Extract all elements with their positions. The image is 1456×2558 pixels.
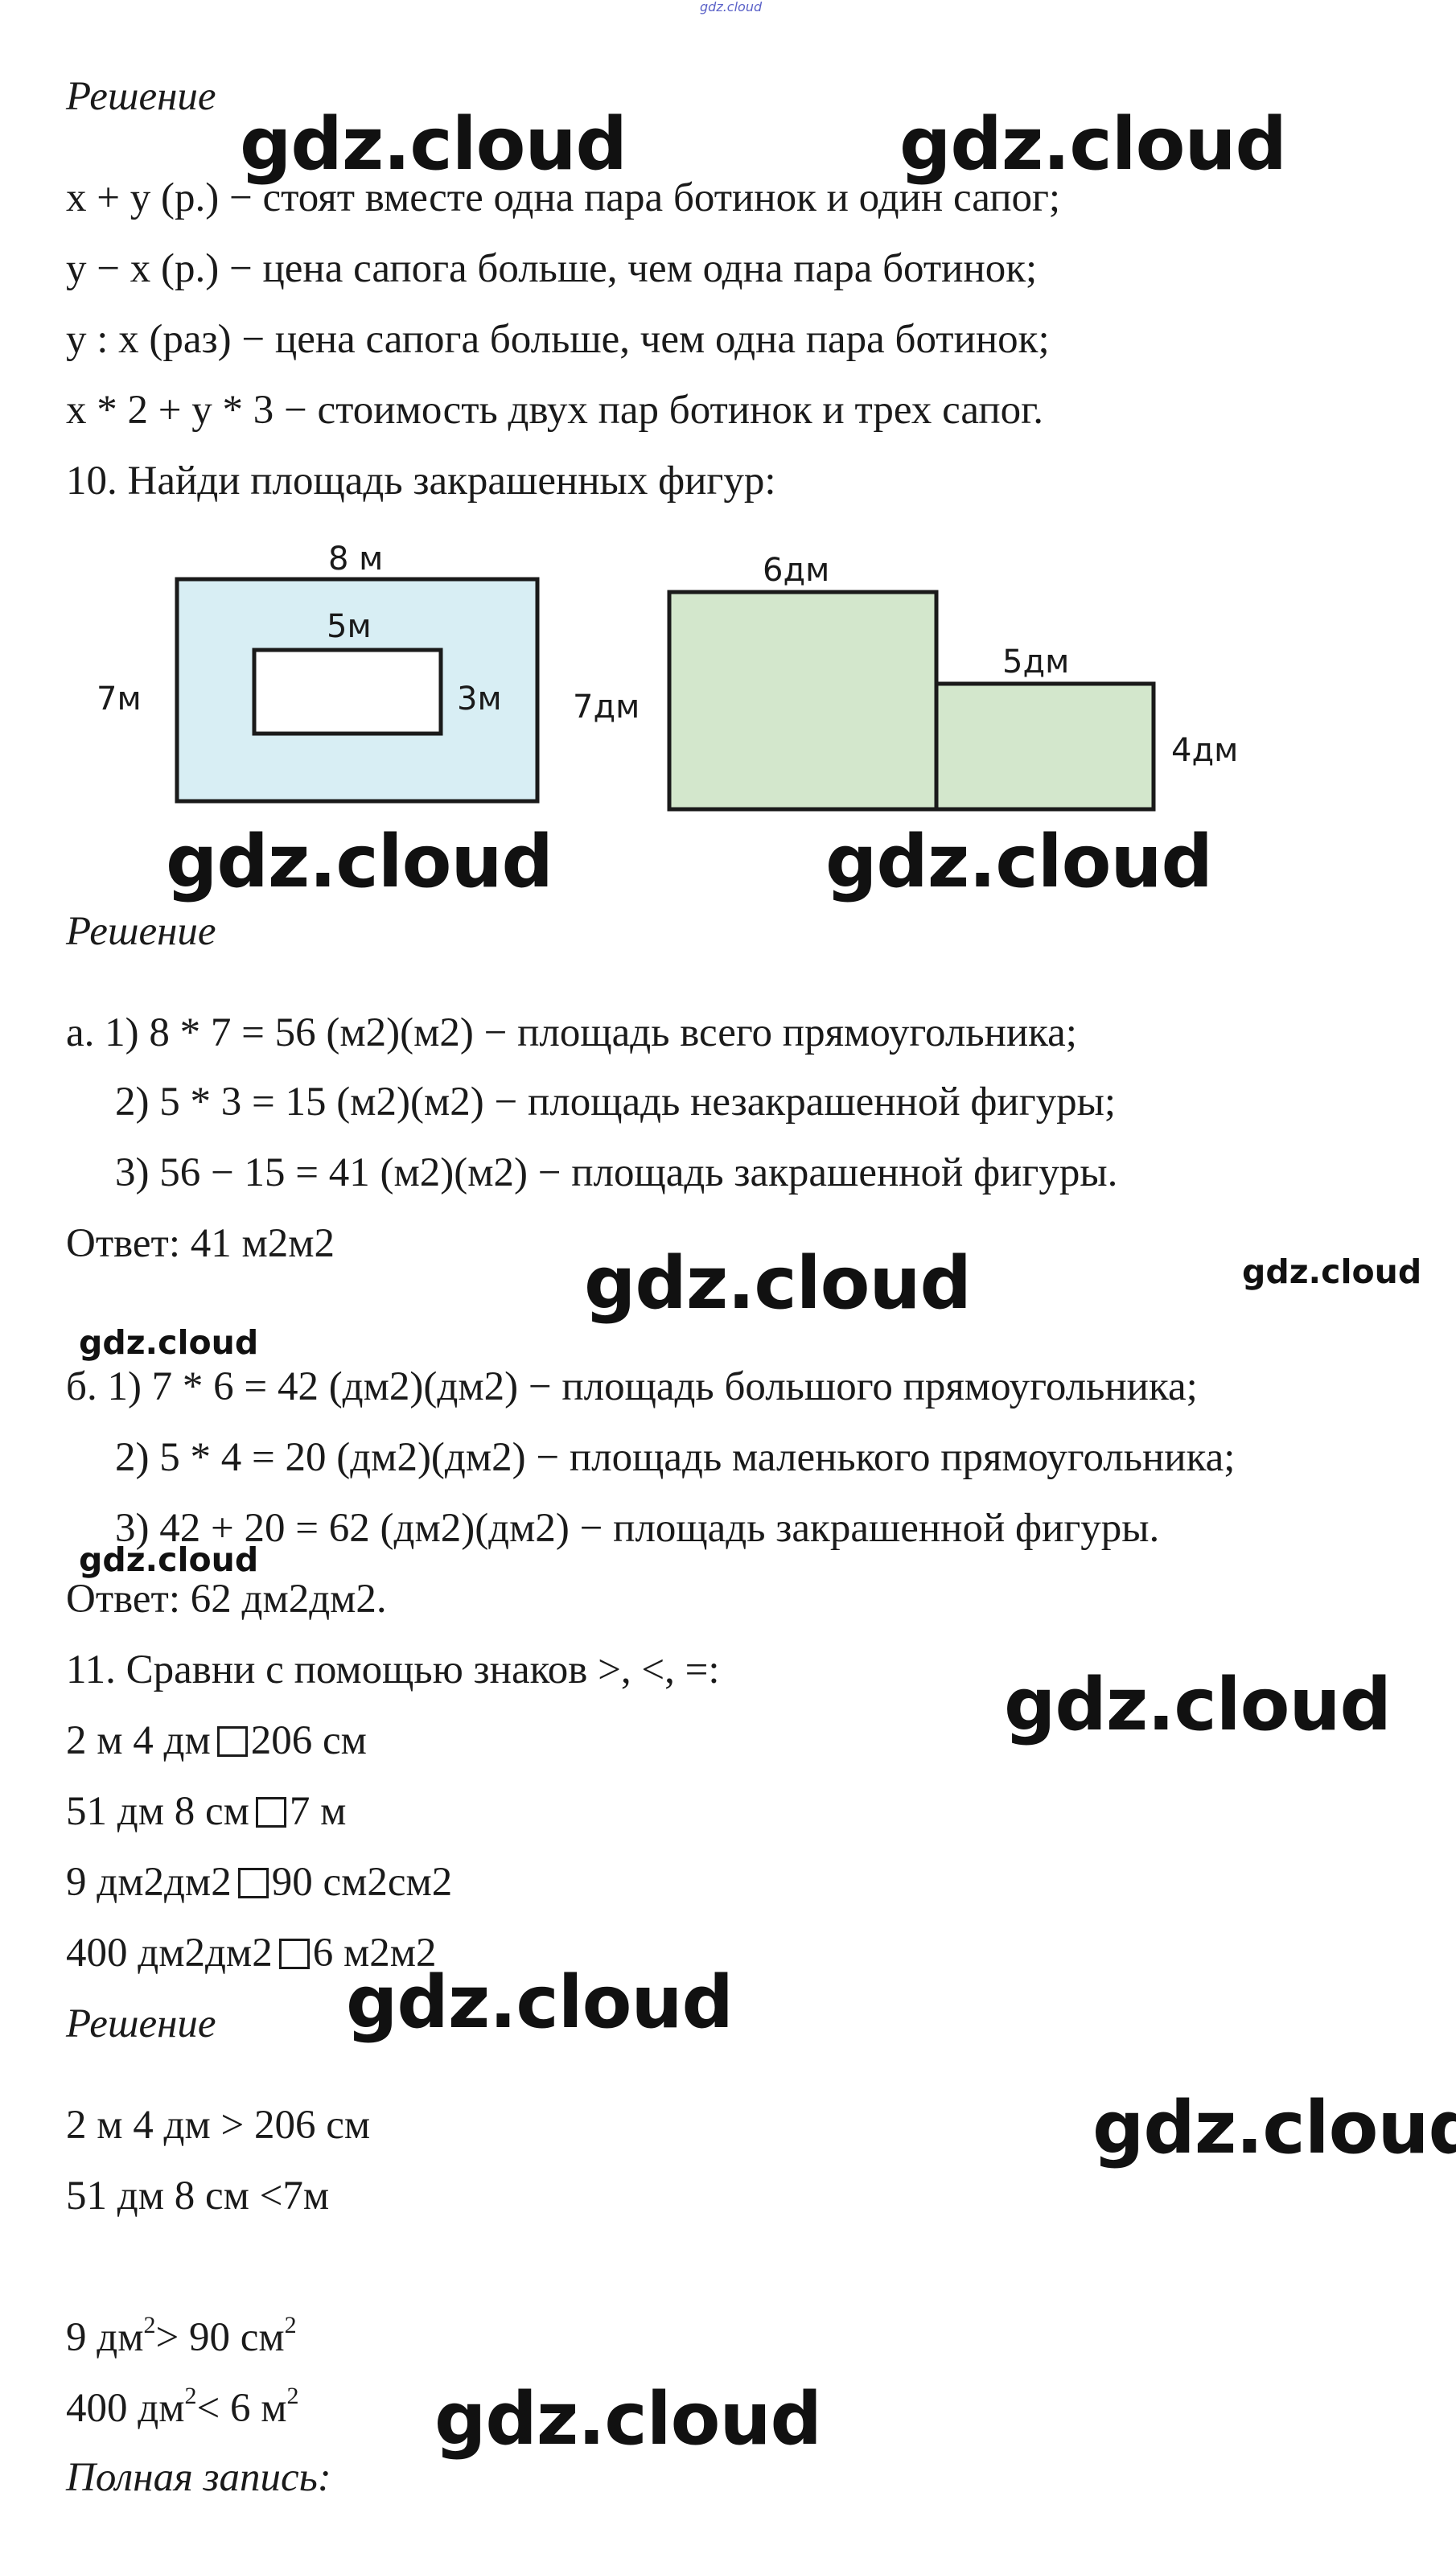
watermark: gdz.cloud	[240, 102, 627, 187]
answer-line: 9 дм2> 90 см2	[66, 2313, 297, 2362]
answer-line: Ответ: 62 дм2дм2.	[66, 1577, 387, 1622]
task-heading: 11. Сравни с помощью знаков >, <, =:	[66, 1647, 720, 1692]
compare-right: 206 см	[250, 1718, 367, 1763]
compare-right: 6 м2м2	[312, 1931, 437, 1976]
answer-part: < 6 м	[196, 2386, 287, 2431]
answer-line: 2 м 4 дм > 206 см	[66, 2103, 371, 2148]
answer-part: 400 дм	[66, 2386, 185, 2431]
empty-box-icon	[216, 1726, 248, 1757]
figure-a-label-left: 7м	[97, 681, 142, 718]
compare-line: 9 дм2дм2 90 см2см2	[66, 1858, 452, 1906]
watermark-top: gdz.cloud	[700, 0, 763, 14]
watermark: gdz.cloud	[1004, 1663, 1392, 1747]
compare-left: 400 дм2дм2	[66, 1931, 273, 1976]
watermark: gdz.cloud	[584, 1241, 972, 1326]
figure-b-label-left: 7дм	[573, 689, 640, 726]
full-record-label: Полная запись:	[66, 2455, 331, 2500]
text-line: y − x (р.) − цена сапога больше, чем одн…	[66, 246, 1038, 291]
watermark-small: gdz.cloud	[79, 1323, 259, 1362]
text-line: y : x (раз) − цена сапога больше, чем од…	[66, 317, 1050, 362]
compare-right: 7 м	[289, 1789, 347, 1834]
figure-b-label-top: 6дм	[763, 552, 829, 589]
watermark: gdz.cloud	[166, 820, 553, 904]
superscript: 2	[284, 2312, 297, 2338]
text-line: 3) 42 + 20 = 62 (дм2)(дм2) − площадь зак…	[115, 1506, 1160, 1551]
solution-label: Решение	[66, 74, 216, 119]
compare-line: 51 дм 8 см 7 м	[66, 1787, 346, 1836]
answer-line: 400 дм2< 6 м2	[66, 2384, 299, 2433]
watermark-small: gdz.cloud	[1242, 1252, 1422, 1291]
compare-left: 51 дм 8 см	[66, 1789, 249, 1834]
compare-left: 2 м 4 дм	[66, 1718, 211, 1763]
watermark: gdz.cloud	[434, 2377, 822, 2461]
solution-label: Решение	[66, 2001, 216, 2046]
text-line: x * 2 + y * 3 − стоимость двух пар ботин…	[66, 388, 1044, 433]
task-heading: 10. Найди площадь закрашенных фигур:	[66, 459, 776, 504]
text-line: 3) 56 − 15 = 41 (м2)(м2) − площадь закра…	[115, 1150, 1118, 1195]
compare-right: 90 см2см2	[271, 1860, 453, 1905]
answer-line: 51 дм 8 см <7м	[66, 2173, 330, 2219]
figure-a-label-top: 8 м	[328, 541, 383, 578]
compare-line: 2 м 4 дм 206 см	[66, 1717, 367, 1765]
superscript: 2	[184, 2383, 197, 2409]
text-line: 2) 5 * 4 = 20 (дм2)(дм2) − площадь мален…	[115, 1435, 1236, 1480]
text-line: 2) 5 * 3 = 15 (м2)(м2) − площадь незакра…	[115, 1080, 1117, 1125]
superscript: 2	[286, 2383, 299, 2409]
watermark: gdz.cloud	[825, 820, 1213, 904]
text-line: x + y (р.) − стоят вместе одна пара боти…	[66, 175, 1061, 220]
watermark: gdz.cloud	[899, 102, 1287, 187]
watermark: gdz.cloud	[346, 1960, 734, 2045]
figure-b: 6дм 7дм 5дм 4дм	[573, 552, 1238, 812]
figure-b-label-small-top: 5дм	[1002, 644, 1069, 681]
figure-b-shape	[667, 590, 1156, 812]
compare-line: 400 дм2дм2 6 м2м2	[66, 1929, 437, 1977]
watermark-small: gdz.cloud	[79, 1540, 259, 1579]
figure-a-label-inner-right: 3м	[457, 681, 502, 718]
watermark: gdz.cloud	[1092, 2086, 1456, 2170]
figure-a-label-inner: 5м	[327, 608, 372, 645]
answer-part: > 90 см	[155, 2315, 285, 2360]
text-line: а. 1) 8 * 7 = 56 (м2)(м2) − площадь всег…	[66, 1010, 1077, 1055]
answer-line: Ответ: 41 м2м2	[66, 1221, 335, 1266]
answer-part: 9 дм	[66, 2315, 144, 2360]
empty-box-icon	[237, 1868, 269, 1898]
empty-box-icon	[278, 1939, 310, 1969]
solution-label: Решение	[66, 909, 216, 954]
superscript: 2	[143, 2312, 156, 2338]
figure-b-label-right: 4дм	[1171, 732, 1238, 769]
figure-a-inner-rect	[252, 648, 443, 736]
compare-left: 9 дм2дм2	[66, 1860, 232, 1905]
empty-box-icon	[255, 1797, 286, 1828]
text-line: б. 1) 7 * 6 = 42 (дм2)(дм2) − площадь бо…	[66, 1364, 1198, 1409]
figure-a: 8 м 5м 7м 3м	[97, 541, 540, 804]
